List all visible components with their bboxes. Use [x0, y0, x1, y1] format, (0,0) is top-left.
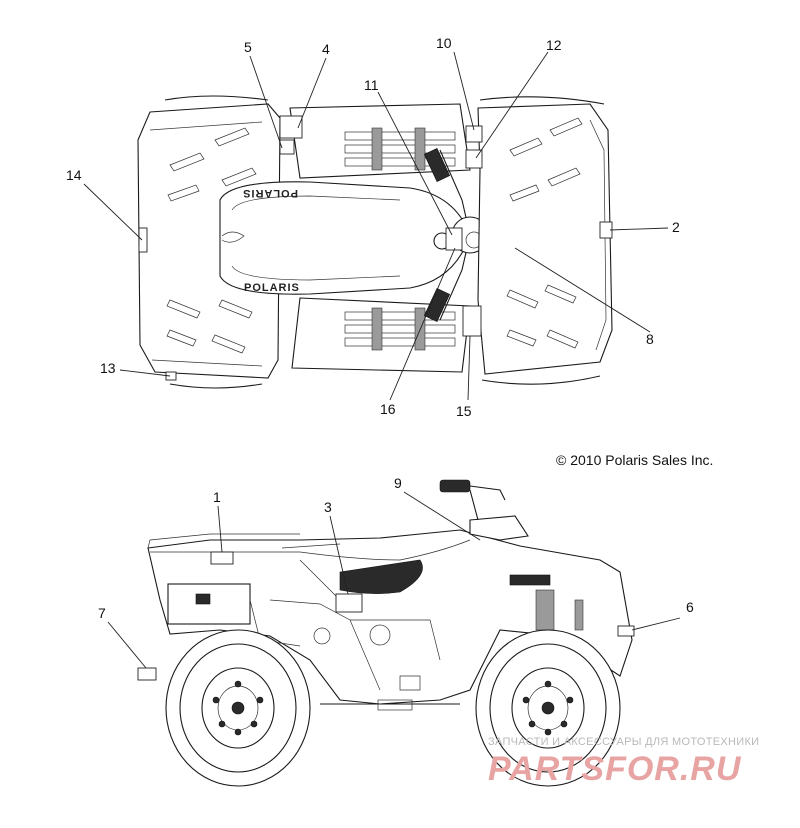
- top-brand-text: POLARIS: [242, 187, 298, 199]
- watermark-logo: PARTSFOR.RU: [488, 750, 742, 788]
- rear-wheel: [165, 629, 311, 787]
- callout-16: 16: [380, 401, 396, 417]
- callout-1: 1: [213, 489, 221, 505]
- front-wheel: [475, 629, 621, 787]
- rear-rack-slots: [166, 127, 257, 354]
- side-view-atv: [137, 479, 635, 787]
- callout-7: 7: [98, 605, 106, 621]
- side-view-leaders: [107, 491, 681, 669]
- callout-labels: 5 4 10 12 11 14 2 8 13 16 15 1 3 9 6 7: [66, 35, 694, 621]
- watermark-caption: ЗАПЧАСТИ И АКСЕССУАРЫ ДЛЯ МОТОТЕХНИКИ: [488, 736, 759, 748]
- callout-9: 9: [394, 475, 402, 491]
- callout-8: 8: [646, 331, 654, 347]
- callout-6: 6: [686, 599, 694, 615]
- callout-5: 5: [244, 39, 252, 55]
- callout-15: 15: [456, 403, 472, 419]
- footpeg-top: [344, 127, 456, 171]
- top-view-leaders: [83, 51, 669, 401]
- callout-4: 4: [322, 41, 330, 57]
- callout-10: 10: [436, 35, 452, 51]
- callout-12: 12: [546, 37, 562, 53]
- top-view-atv: POLARIS POLARIS: [137, 95, 613, 389]
- callout-2: 2: [672, 219, 680, 235]
- callout-3: 3: [324, 499, 332, 515]
- bottom-brand-text: POLARIS: [244, 282, 300, 294]
- callout-11: 11: [364, 77, 379, 93]
- watermark: ЗАПЧАСТИ И АКСЕССУАРЫ ДЛЯ МОТОТЕХНИКИ PA…: [488, 736, 759, 788]
- callout-13: 13: [100, 360, 116, 376]
- copyright-text: © 2010 Polaris Sales Inc.: [556, 452, 713, 468]
- callout-14: 14: [66, 167, 82, 183]
- front-rack-slots: [506, 117, 583, 349]
